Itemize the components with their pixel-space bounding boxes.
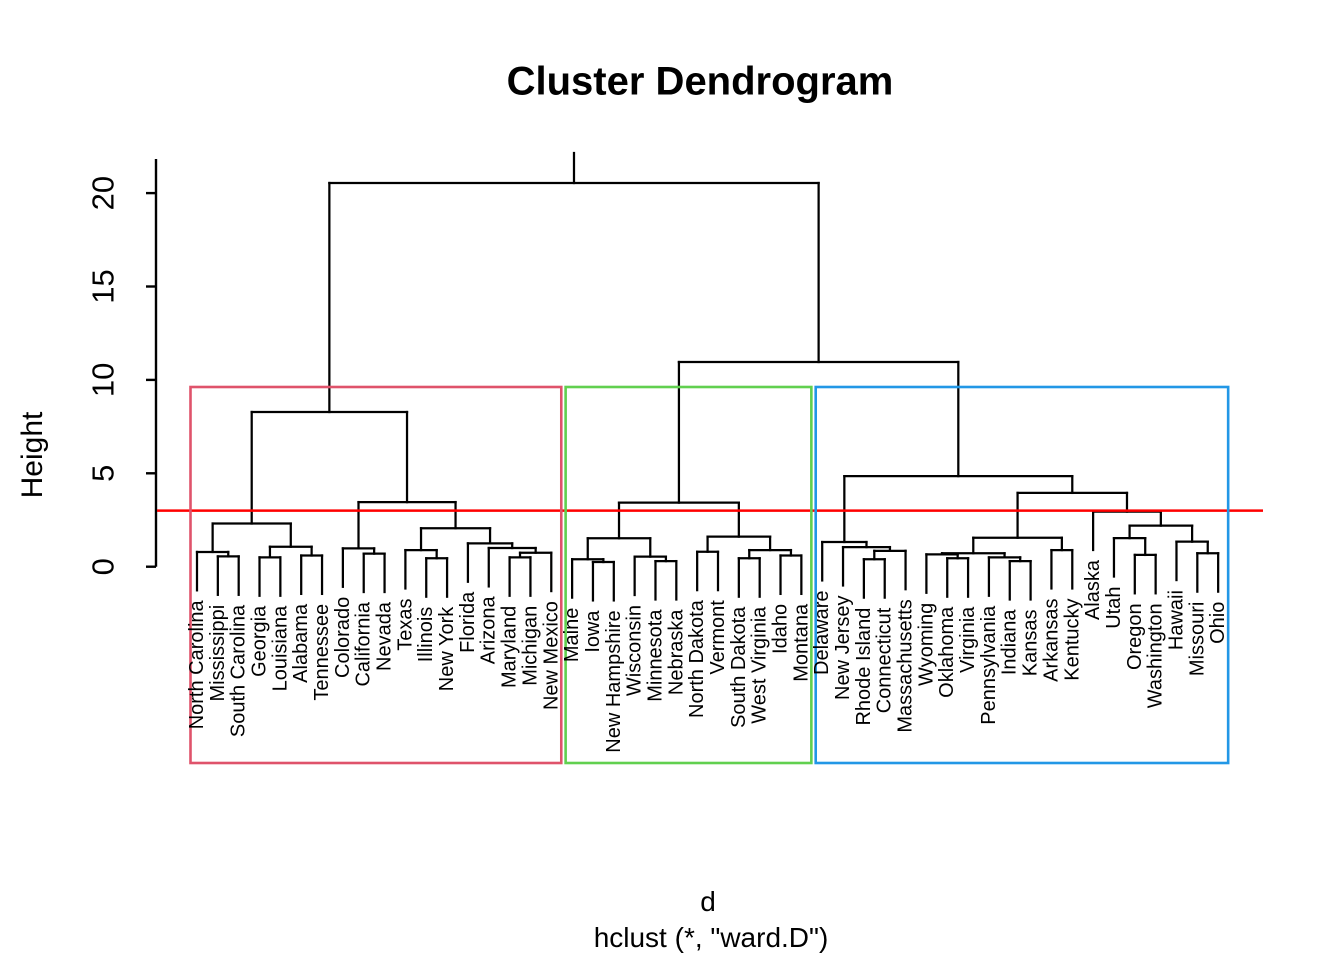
leaf-label-florida: Florida (457, 591, 479, 653)
leaf-label-utah: Utah (1103, 587, 1125, 629)
leaf-label-washington: Washington (1145, 603, 1167, 708)
y-axis-tick-label: 5 (86, 465, 121, 482)
x-axis-sublabel: hclust (*, "ward.D") (593, 922, 829, 953)
leaf-label-nebraska: Nebraska (665, 609, 687, 695)
leaf-label-massachusetts: Massachusetts (895, 599, 917, 732)
leaf-label-ohio: Ohio (1207, 602, 1229, 644)
x-axis-label: d (700, 886, 716, 917)
cluster-box-2 (564, 385, 813, 765)
leaf-label-vermont: Vermont (707, 600, 729, 675)
leaf-label-wisconsin: Wisconsin (624, 605, 646, 696)
leaf-label-north-carolina: North Carolina (186, 599, 208, 729)
leaf-label-california: California (353, 601, 375, 686)
leaf-label-montana: Montana (790, 603, 812, 682)
dendrogram-links (195, 151, 1220, 602)
leaf-label-mississippi: Mississippi (207, 605, 229, 702)
leaf-label-arkansas: Arkansas (1040, 598, 1062, 681)
leaf-label-rhode-island: Rhode Island (853, 608, 875, 726)
y-axis-tick-label: 10 (86, 363, 121, 397)
leaf-label-texas: Texas (394, 598, 416, 650)
cluster-box-3 (814, 385, 1230, 765)
leaf-label-illinois: Illinois (415, 607, 437, 663)
leaf-label-new-hampshire: New Hampshire (603, 610, 625, 752)
leaf-label-hawaii: Hawaii (1165, 590, 1187, 650)
leaf-label-oklahoma: Oklahoma (936, 606, 958, 698)
leaf-label-connecticut: Connecticut (874, 607, 896, 713)
leaf-label-new-jersey: New Jersey (832, 595, 854, 699)
leaf-label-alabama: Alabama (290, 603, 312, 683)
leaf-label-missouri: Missouri (1186, 602, 1208, 676)
leaf-label-kentucky: Kentucky (1061, 598, 1083, 680)
leaf-label-wyoming: Wyoming (915, 603, 937, 686)
leaf-label-south-carolina: South Carolina (228, 604, 250, 737)
leaf-label-minnesota: Minnesota (644, 609, 666, 702)
leaf-label-georgia: Georgia (249, 605, 271, 677)
leaf-label-idaho: Idaho (770, 604, 792, 654)
leaf-label-tennessee: Tennessee (311, 604, 333, 701)
y-axis-tick-label: 0 (86, 558, 121, 575)
leaf-label-indiana: Indiana (999, 609, 1021, 675)
leaf-label-maine: Maine (561, 608, 583, 662)
chart-title: Cluster Dendrogram (506, 59, 894, 104)
leaf-label-west-virginia: West Virginia (749, 606, 771, 724)
leaf-label-louisiana: Louisiana (269, 605, 291, 692)
leaf-label-nevada: Nevada (374, 601, 396, 671)
y-axis-tick-label: 20 (86, 176, 121, 210)
leaf-label-south-dakota: South Dakota (728, 606, 750, 728)
leaf-label-michigan: Michigan (519, 606, 541, 686)
leaf-label-kansas: Kansas (1020, 609, 1042, 676)
leaf-label-pennsylvania: Pennsylvania (978, 605, 1000, 725)
leaf-label-arizona: Arizona (478, 596, 500, 665)
leaf-label-oregon: Oregon (1124, 603, 1146, 670)
leaf-label-iowa: Iowa (582, 610, 604, 653)
leaf-label-maryland: Maryland (499, 606, 521, 688)
y-axis-tick-label: 15 (86, 269, 121, 303)
leaf-label-virginia: Virginia (957, 606, 979, 673)
leaf-label-new-york: New York (436, 606, 458, 691)
cluster-box-1 (189, 385, 563, 765)
leaf-label-delaware: Delaware (811, 590, 833, 674)
leaf-label-north-dakota: North Dakota (686, 599, 708, 718)
leaf-label-colorado: Colorado (332, 597, 354, 678)
leaf-label-alaska: Alaska (1082, 559, 1104, 620)
leaf-label-new-mexico: New Mexico (540, 601, 562, 710)
